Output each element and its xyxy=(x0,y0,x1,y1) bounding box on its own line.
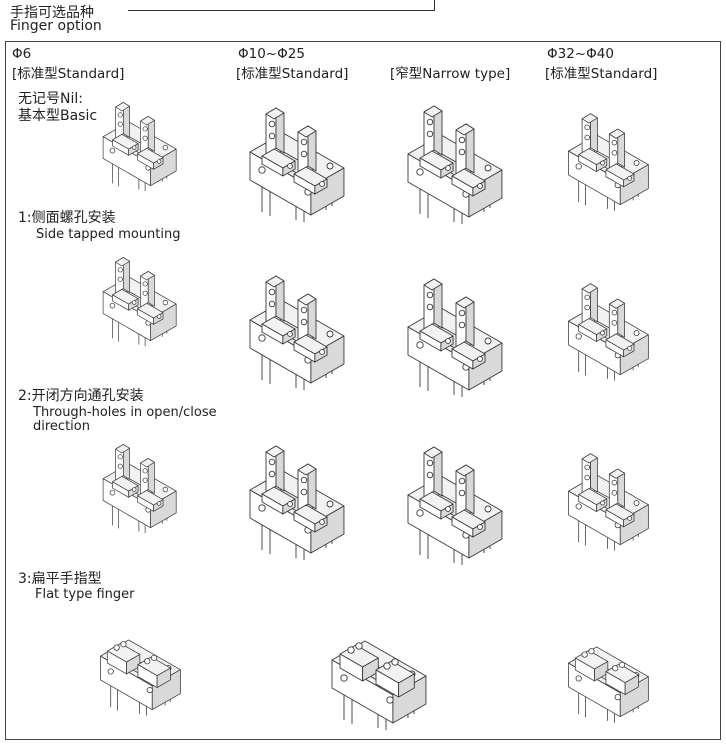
row-label-flat-finger: 3:扁平手指型 xyxy=(18,571,102,587)
gripper-standard-finger-icon xyxy=(560,270,662,385)
row-label-flat-finger-en: Flat type finger xyxy=(35,587,135,602)
row-label-basic: 无记号Nil: xyxy=(18,91,83,107)
row-label-side-tapped: 1:侧面螺孔安装 xyxy=(18,210,116,226)
gripper-narrow-finger-icon xyxy=(398,94,518,229)
gripper-standard-finger-icon xyxy=(560,440,662,555)
row-label-through-holes-en-1: Through-holes in open/close xyxy=(33,405,217,420)
col-type-phi10-25-narrow: [窄型Narrow type] xyxy=(390,66,511,82)
gripper-flat-finger-icon xyxy=(322,600,442,735)
title-divider-tick xyxy=(434,0,435,11)
gripper-standard-finger-icon xyxy=(240,260,360,395)
gripper-standard-finger-icon xyxy=(95,245,189,350)
row-label-through-holes-en-2: direction xyxy=(33,419,90,434)
row-label-through-holes: 2:开闭方向通孔安装 xyxy=(18,388,144,404)
gripper-standard-finger-icon xyxy=(240,430,360,565)
col-type-phi6: [标准型Standard] xyxy=(12,66,125,82)
col-size-phi32-40: Φ32~Φ40 xyxy=(547,46,614,62)
row-label-side-tapped-en: Side tapped mounting xyxy=(36,227,181,242)
row-label-basic-en: 基本型Basic xyxy=(18,108,98,124)
gripper-standard-finger-icon xyxy=(560,100,662,215)
gripper-flat-finger-icon xyxy=(92,605,194,720)
page-subtitle: Finger option xyxy=(10,18,102,34)
gripper-standard-finger-icon xyxy=(95,432,189,537)
title-divider xyxy=(128,10,434,11)
col-type-phi10-25-standard: [标准型Standard] xyxy=(236,66,349,82)
gripper-narrow-finger-icon xyxy=(398,267,518,402)
col-size-phi6: Φ6 xyxy=(12,46,32,62)
finger-option-table xyxy=(5,41,721,740)
page-title: 手指可选品种 xyxy=(10,5,94,21)
gripper-standard-finger-icon xyxy=(95,90,189,195)
gripper-narrow-finger-icon xyxy=(398,435,518,570)
gripper-flat-finger-icon xyxy=(560,612,662,727)
col-type-phi32-40: [标准型Standard] xyxy=(545,66,658,82)
gripper-standard-finger-icon xyxy=(240,92,360,227)
col-size-phi10-25: Φ10~Φ25 xyxy=(238,46,305,62)
